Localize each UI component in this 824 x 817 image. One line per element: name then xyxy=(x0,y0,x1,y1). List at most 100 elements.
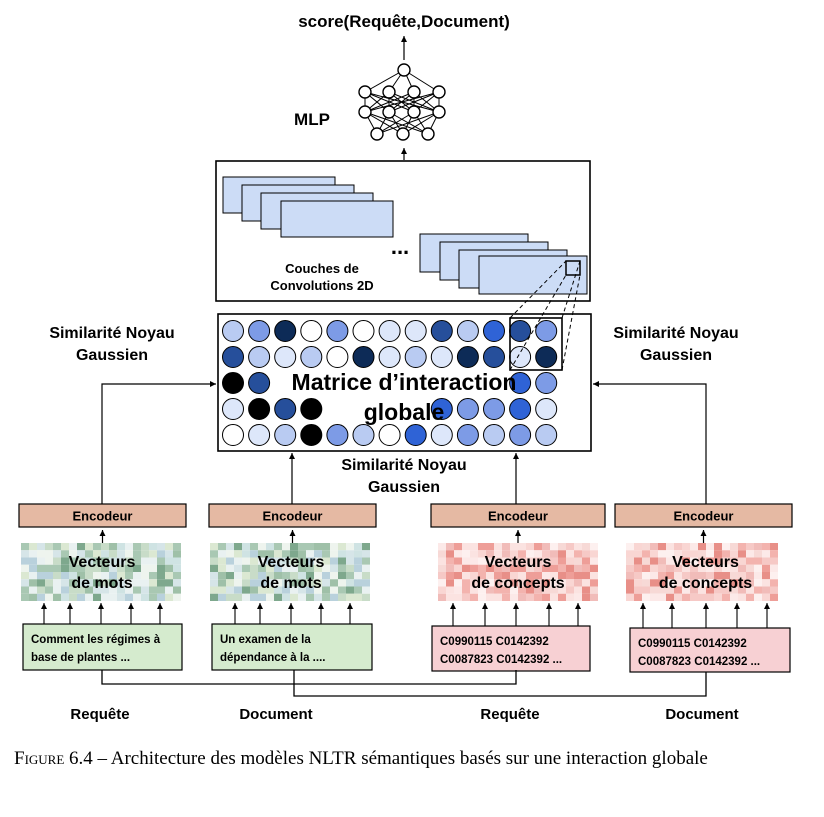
vector-tile xyxy=(109,543,117,551)
vector-tile xyxy=(157,543,165,551)
vector-tile xyxy=(141,543,149,551)
vector-tile xyxy=(346,579,354,587)
vector-tile xyxy=(550,564,558,572)
vector-tile xyxy=(298,579,306,587)
vector-tile xyxy=(362,586,370,594)
vector-tile xyxy=(330,572,338,580)
matrix-cell xyxy=(248,346,271,368)
encoder-label: Encodeur xyxy=(674,509,734,524)
vector-tile xyxy=(85,586,93,594)
vector-tile xyxy=(298,572,306,580)
vector-tile xyxy=(157,564,165,572)
conv-ellipsis: ... xyxy=(391,234,409,259)
vector-tile xyxy=(133,586,141,594)
vector-tile xyxy=(666,557,674,565)
vector-tile xyxy=(362,572,370,580)
matrix-cell xyxy=(274,424,297,446)
vector-tile xyxy=(266,550,274,558)
vector-tile xyxy=(438,550,446,558)
mlp-node xyxy=(407,85,421,99)
vector-tile xyxy=(454,550,462,558)
vector-tile xyxy=(330,586,338,594)
vector-tile xyxy=(149,572,157,580)
matrix-cell xyxy=(535,424,558,446)
vector-tile xyxy=(642,550,650,558)
vector-tile xyxy=(37,564,45,572)
vector-tile xyxy=(566,593,574,601)
input-text-line1: C0990115 C0142392 xyxy=(440,636,549,648)
vector-tile xyxy=(242,550,250,558)
matrix-cell xyxy=(300,320,323,342)
vector-tile xyxy=(173,564,181,572)
vector-tile xyxy=(470,557,478,565)
vector-tile xyxy=(558,579,566,587)
vector-tile xyxy=(470,550,478,558)
vector-tile xyxy=(534,593,542,601)
vector-tile xyxy=(109,586,117,594)
matrix-title-line1: Matrice d’interaction xyxy=(292,369,517,395)
vector-tile xyxy=(470,593,478,601)
mlp-node xyxy=(358,85,372,99)
vector-tile xyxy=(314,586,322,594)
vector-tile xyxy=(61,557,69,565)
vector-tile xyxy=(574,564,582,572)
vector-tile xyxy=(85,557,93,565)
vector-tile xyxy=(690,572,698,580)
input-text-line2: dépendance à la .... xyxy=(220,652,325,664)
vector-tile xyxy=(165,593,173,601)
vector-tile xyxy=(306,572,314,580)
vector-tile xyxy=(558,550,566,558)
vector-tile xyxy=(550,572,558,580)
vector-tile xyxy=(502,593,510,601)
vector-tile xyxy=(21,586,29,594)
vector-tile xyxy=(282,550,290,558)
vector-tile xyxy=(770,572,778,580)
vector-label-line1: Vecteurs xyxy=(485,554,552,571)
vector-tile xyxy=(29,593,37,601)
vector-tile xyxy=(526,593,534,601)
vector-tile xyxy=(674,557,682,565)
vector-tile xyxy=(698,550,706,558)
vector-tile xyxy=(157,550,165,558)
vector-tile xyxy=(754,572,762,580)
bottom-label-document-2: Document xyxy=(665,706,738,723)
vector-tile xyxy=(298,586,306,594)
matrix-cell xyxy=(430,346,453,368)
vector-tile xyxy=(566,579,574,587)
vector-tile xyxy=(125,550,133,558)
vector-tile xyxy=(746,586,754,594)
vector-tile xyxy=(133,572,141,580)
vector-tile xyxy=(298,557,306,565)
vector-tile xyxy=(61,550,69,558)
vector-tile xyxy=(486,572,494,580)
vector-tile xyxy=(762,550,770,558)
vector-tile xyxy=(45,586,53,594)
vector-tile xyxy=(218,579,226,587)
vector-tile xyxy=(45,579,53,587)
vector-tile xyxy=(698,593,706,601)
vector-tile xyxy=(706,593,714,601)
vector-tile xyxy=(362,543,370,551)
vector-tile xyxy=(762,579,770,587)
vector-tile xyxy=(510,550,518,558)
vector-tile xyxy=(518,572,526,580)
vector-tile xyxy=(21,557,29,565)
vector-tile xyxy=(542,543,550,551)
vector-tile xyxy=(486,586,494,594)
matrix-cell xyxy=(404,320,427,342)
vector-tile xyxy=(526,572,534,580)
matrix-cell xyxy=(483,398,505,420)
vector-tile xyxy=(706,586,714,594)
vector-tile xyxy=(550,550,558,558)
vector-tile xyxy=(534,557,542,565)
vector-tile xyxy=(234,550,242,558)
vector-tile xyxy=(29,543,37,551)
feature-map xyxy=(280,200,394,238)
vector-tile xyxy=(510,564,518,572)
vector-tile xyxy=(21,543,29,551)
conv-filter-window xyxy=(565,260,581,276)
vector-tile xyxy=(101,550,109,558)
vector-tile xyxy=(558,593,566,601)
vector-tile xyxy=(582,543,590,551)
vector-tile xyxy=(634,572,642,580)
